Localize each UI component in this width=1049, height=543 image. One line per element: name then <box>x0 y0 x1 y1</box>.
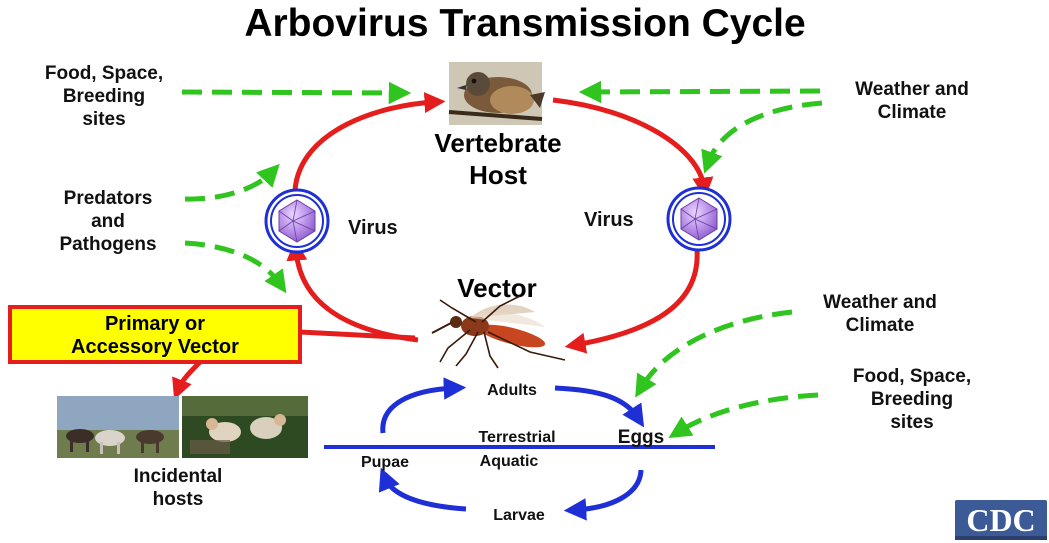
factor-arrow-predators-upper <box>185 172 272 199</box>
factor-arrow-food-to-eggs <box>678 395 818 432</box>
factor-weather-mid-right-line1: Weather and <box>823 292 937 313</box>
factor-predators: Predators and Pathogens <box>59 188 156 255</box>
diagram-title: Arbovirus Transmission Cycle <box>244 2 805 45</box>
terrestrial-label: Terrestrial <box>478 429 555 446</box>
life-stage-adults: Adults <box>487 382 537 399</box>
primary-vector-line2: Accessory Vector <box>71 336 239 358</box>
life-arrow-adults-to-eggs <box>555 388 638 418</box>
factor-weather-top-right: Weather and Climate <box>855 79 969 123</box>
factor-predators-line2: and <box>91 211 125 232</box>
life-stage-eggs: Eggs <box>618 427 664 448</box>
factor-food-bottom-right-line1: Food, Space, <box>853 366 971 387</box>
cycle-arrow-vector-to-box <box>300 332 415 338</box>
cdc-logo: CDC <box>955 500 1047 540</box>
factor-food-top-left-line1: Food, Space, <box>45 63 163 84</box>
factor-weather-top-right-line1: Weather and <box>855 79 969 100</box>
incidental-hosts-line1: Incidental <box>134 466 223 487</box>
factor-predators-line1: Predators <box>64 188 153 209</box>
cycle-arrow-vector-to-virus <box>296 250 418 340</box>
life-arrow-pupae-to-adults <box>383 388 455 433</box>
incidental-hosts-line2: hosts <box>153 489 204 510</box>
factor-food-top-left-line2: Breeding <box>63 86 145 107</box>
vertebrate-host-label-line1: Vertebrate <box>434 128 561 158</box>
factor-predators-line3: Pathogens <box>59 234 156 255</box>
life-arrow-larvae-to-pupae <box>385 478 466 509</box>
vertebrate-host-label-line2: Host <box>469 160 527 190</box>
factor-food-top-left-line3: sites <box>82 109 125 130</box>
factor-food-bottom-right: Food, Space, Breeding sites <box>853 366 971 433</box>
factor-arrow-food-to-host <box>182 92 400 93</box>
factor-arrow-weather-to-eggs <box>641 312 792 388</box>
life-stage-pupae: Pupae <box>361 454 409 471</box>
bird-photo <box>449 62 545 125</box>
primary-vector-line1: Primary or <box>105 313 205 335</box>
factor-arrow-weather-to-host <box>590 91 820 92</box>
vector-label: Vector <box>457 273 537 303</box>
life-arrow-eggs-to-larvae <box>575 470 641 510</box>
factor-weather-mid-right: Weather and Climate <box>823 292 937 336</box>
factor-arrow-predators-lower <box>185 243 280 284</box>
people-photo <box>182 396 308 458</box>
factor-weather-top-right-line2: Climate <box>878 102 947 123</box>
virus-icon <box>266 190 328 252</box>
aquatic-label: Aquatic <box>480 453 539 470</box>
cycle-arrow-to-incidental <box>178 362 200 390</box>
cycle-arrow-virus-to-host <box>295 102 435 190</box>
factor-food-top-left: Food, Space, Breeding sites <box>45 63 163 130</box>
life-stage-larvae: Larvae <box>493 507 545 524</box>
mosquito-photo <box>432 296 565 368</box>
factor-food-bottom-right-line3: sites <box>890 412 933 433</box>
virus-label-left: Virus <box>348 217 398 239</box>
virus-icon <box>668 188 730 250</box>
factor-weather-mid-right-line2: Climate <box>846 315 915 336</box>
factor-food-bottom-right-line2: Breeding <box>871 389 953 410</box>
cdc-logo-text: CDC <box>966 502 1035 538</box>
cycle-arrow-host-to-vector <box>553 100 704 188</box>
cycle-arrow-virus-to-vector <box>575 250 697 345</box>
horses-photo <box>57 396 179 458</box>
virus-label-right: Virus <box>584 209 634 231</box>
factor-arrow-weather-to-virus <box>708 103 822 163</box>
